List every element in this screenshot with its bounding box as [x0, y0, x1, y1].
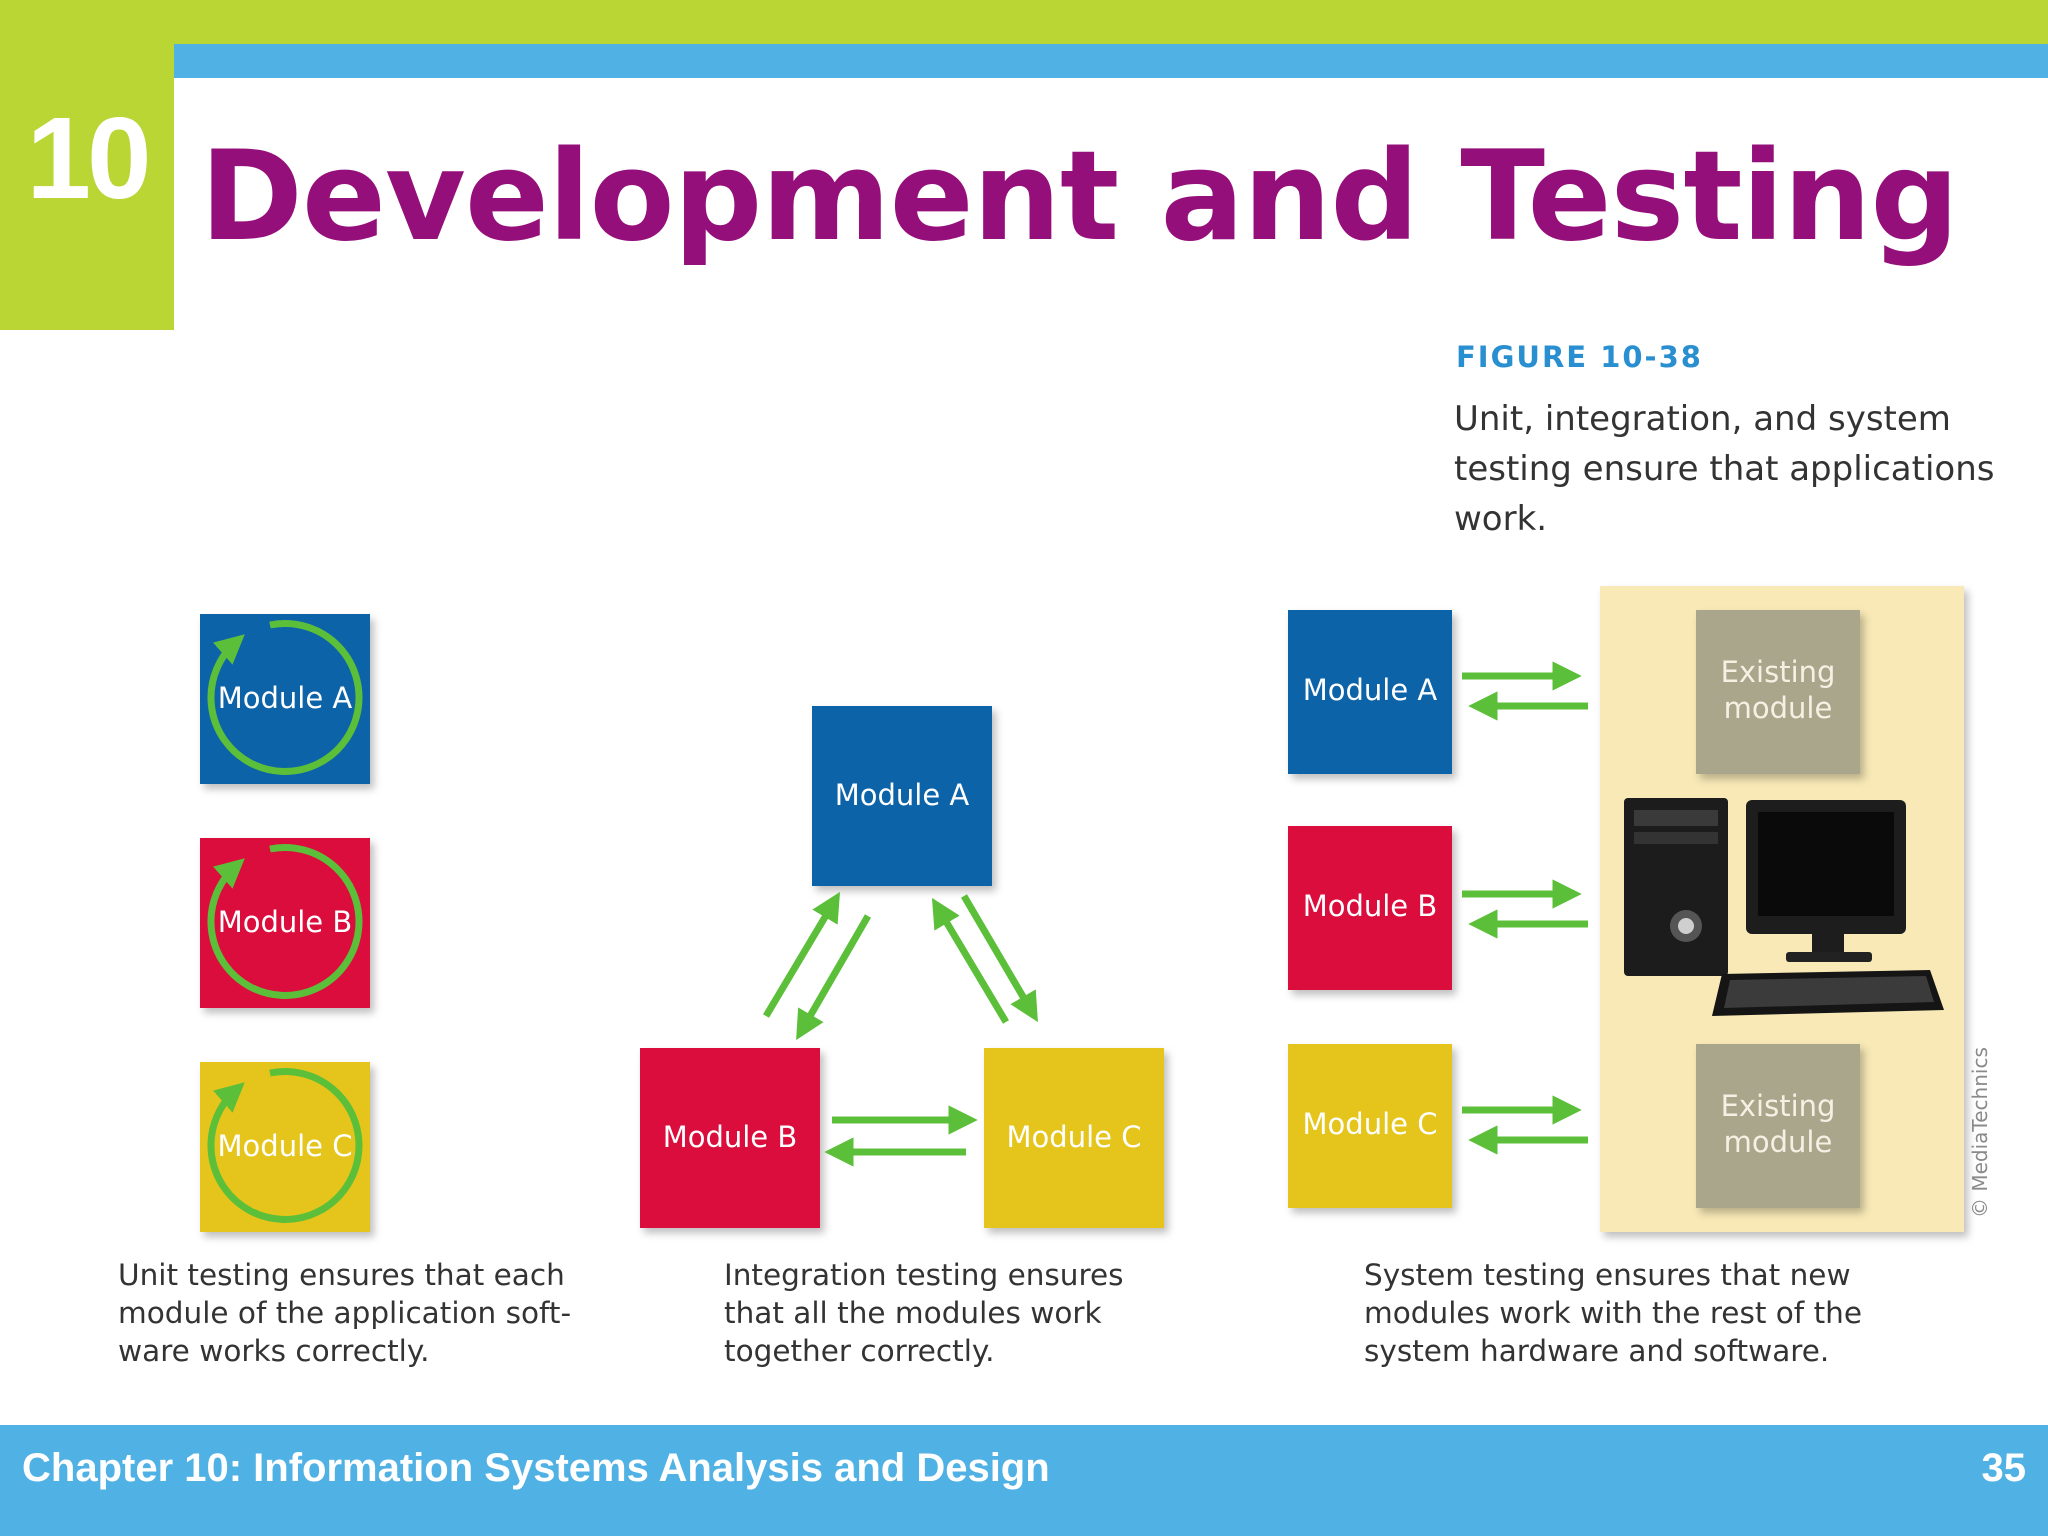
unit-module-b: Module B	[200, 838, 370, 1008]
system-module-a: Module A	[1288, 610, 1452, 774]
system-module-b-label: Module B	[1303, 889, 1438, 923]
integration-module-a-label: Module A	[835, 778, 970, 812]
unit-testing-description: Unit testing ensures that each module of…	[118, 1258, 572, 1368]
arrow-c-to-a-icon	[931, 897, 1010, 1024]
unit-module-c: Module C	[200, 1062, 370, 1232]
footer-chapter-title: Chapter 10: Information Systems Analysis…	[22, 1446, 1050, 1490]
integration-module-c-label: Module C	[1007, 1120, 1142, 1154]
integration-testing-description: Integration testing ensures that all the…	[724, 1258, 1124, 1368]
system-module-c-label: Module C	[1303, 1107, 1438, 1141]
unit-module-c-label: Module C	[218, 1129, 353, 1163]
integration-module-c: Module C	[984, 1048, 1164, 1228]
unit-module-a: Module A	[200, 614, 370, 784]
integration-module-a: Module A	[812, 706, 992, 886]
testing-diagram: Module A Module B Module C Module A Modu…	[200, 586, 1964, 1232]
unit-testing-group: Module A Module B Module C	[200, 614, 370, 1232]
page-title: Development and Testing	[200, 125, 1959, 269]
chapter-box	[0, 44, 174, 330]
unit-module-b-label: Module B	[218, 905, 353, 939]
top-blue-bar	[174, 44, 2048, 78]
figure-caption: Unit, integration, and system testing en…	[1454, 399, 1995, 539]
slide-number: 35	[1981, 1446, 2027, 1490]
arrow-a-to-c-icon	[960, 894, 1038, 1023]
integration-module-b: Module B	[640, 1048, 820, 1228]
integration-module-b-label: Module B	[663, 1120, 798, 1154]
integration-testing-group: Module A Module B Module C	[640, 706, 1164, 1228]
unit-module-a-label: Module A	[218, 681, 353, 715]
arrow-b-to-a-icon	[762, 891, 841, 1018]
refresh-arrow-icon	[207, 1067, 363, 1223]
system-module-b: Module B	[1288, 826, 1452, 990]
footer-bar	[0, 1425, 2048, 1536]
computer-icon	[1624, 798, 1944, 1016]
system-testing-description: System testing ensures that new modules …	[1364, 1258, 1862, 1368]
chapter-number: 10	[26, 93, 151, 223]
arrow-a-to-b-icon	[796, 914, 872, 1041]
refresh-arrow-icon	[207, 619, 363, 775]
figure-label: FIGURE 10-38	[1456, 340, 1703, 374]
system-module-c: Module C	[1288, 1044, 1452, 1208]
refresh-arrow-icon	[207, 843, 363, 999]
top-green-bar	[0, 0, 2048, 44]
image-credit: © MediaTechnics	[1968, 1047, 1992, 1218]
system-module-a-label: Module A	[1303, 673, 1438, 707]
